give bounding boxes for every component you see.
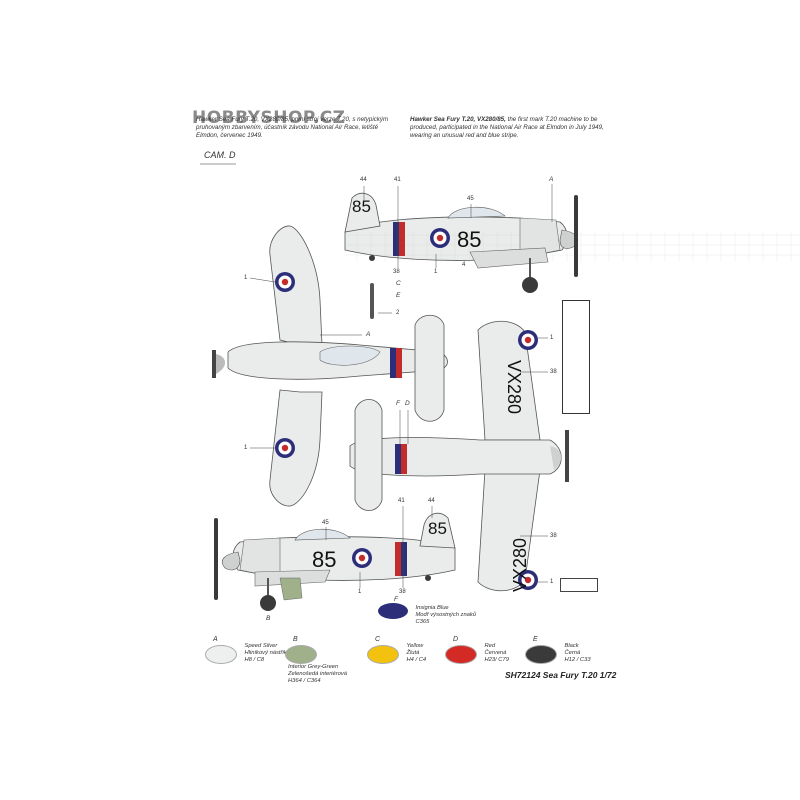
- swatch-d-letter: D: [453, 636, 459, 643]
- insignia-line-3: C365: [415, 619, 430, 625]
- swatch-c-letter: C: [375, 636, 381, 643]
- leader-lines: [249, 184, 553, 588]
- description-czech: Hawker Sea Fury T.20, VX280/85, první st…: [196, 116, 389, 139]
- camouflage-label: CAM. D: [204, 150, 236, 160]
- plan-view-lower: [349, 320, 569, 592]
- callout-38-underside-bottom: 38: [550, 533, 557, 539]
- swatch-e-en: Black: [564, 643, 579, 649]
- kit-footer-title: SH72124 Sea Fury T.20 1/72: [505, 670, 617, 680]
- callout-1-bottom: 1: [358, 589, 362, 595]
- callout-38-underside-top: 38: [550, 369, 557, 375]
- fuselage-race-number-top: 85: [457, 227, 481, 252]
- swatch-c-en: Yellow: [406, 643, 424, 649]
- callout-e: E: [396, 292, 401, 299]
- swatch-c: C Yellow Žlutá H4 / C4: [367, 636, 457, 664]
- fuselage-race-number-bottom: 85: [312, 547, 336, 572]
- plan-view-upper: [212, 225, 448, 507]
- swatch-c-color: [367, 645, 399, 664]
- callout-b: B: [266, 615, 271, 622]
- callout-d: D: [405, 400, 410, 407]
- swatch-d-color: [445, 645, 477, 664]
- callout-45-top: 45: [467, 196, 474, 202]
- callout-c: C: [396, 280, 401, 287]
- swatch-d-en: Red: [484, 643, 496, 649]
- callout-a-plan: A: [366, 331, 371, 338]
- swatch-c-code: H4 / C4: [406, 657, 427, 663]
- description-english: Hawker Sea Fury T.20, VX280/85, the firs…: [410, 116, 610, 140]
- callout-4-top: 4: [462, 262, 466, 268]
- insignia-blue-swatch: [378, 603, 408, 619]
- callout-41-top: 41: [394, 177, 401, 183]
- swatch-b-code: H364 / C364: [288, 678, 321, 684]
- callout-38-top: 38: [393, 269, 400, 275]
- swatch-e-letter: E: [533, 636, 538, 643]
- swatch-a-en: Speed Silver: [244, 643, 278, 649]
- fin-race-number-top: 85: [352, 197, 371, 216]
- callout-f: F: [396, 400, 400, 407]
- swatch-b: B Interior Grey-Green Zelenošedá interié…: [285, 636, 375, 685]
- swatch-b-color: [285, 645, 317, 664]
- swatch-a-code: H8 / C8: [244, 657, 265, 663]
- callout-44-bottom: 44: [428, 498, 435, 504]
- callout-45-bottom: 45: [322, 520, 329, 526]
- swatch-b-letter: B: [293, 636, 298, 643]
- swatch-e: E Black Černá H12 / C33: [525, 636, 615, 664]
- swatch-c-text: Yellow Žlutá H4 / C4: [406, 643, 426, 664]
- camouflage-label-underline: [200, 163, 236, 165]
- callout-2: 2: [396, 310, 400, 316]
- callout-38-bottom: 38: [399, 589, 406, 595]
- swatch-a-letter: A: [213, 636, 218, 643]
- callout-1-upper-wing: 1: [244, 275, 248, 281]
- brand-badge: [560, 578, 598, 592]
- insignia-blue-legend: F Insignia Blue Modř výsostných znaků C3…: [378, 596, 476, 626]
- swatch-e-cz: Černá: [564, 650, 581, 656]
- wing-serial-lower: VX280: [510, 538, 530, 592]
- description-english-body: the first mark T.20 machine to be produc…: [410, 116, 604, 139]
- insignia-letter: F: [394, 596, 398, 603]
- callout-1-lower-wing: 1: [244, 445, 248, 451]
- callout-1-underside-top: 1: [550, 335, 554, 341]
- swatch-a-color: [205, 645, 237, 664]
- swatch-e-text: Black Černá H12 / C33: [564, 643, 590, 664]
- swatch-d-cz: Červená: [484, 650, 507, 656]
- swatch-d-code: H23/ C79: [484, 657, 509, 663]
- callout-1-top: 1: [434, 269, 438, 275]
- swatch-a-cz: Hliníkový nástřik: [244, 650, 287, 656]
- swatch-d-text: Red Červená H23/ C79: [484, 643, 509, 664]
- swatch-a: A Speed Silver Hliníkový nástřik H8 / C8: [205, 636, 295, 664]
- swatch-e-color: [525, 645, 557, 664]
- aircraft-drawings: 85 85 VX280 VX280: [212, 184, 800, 611]
- swatch-c-cz: Žlutá: [406, 650, 420, 656]
- insignia-line-2: Modř výsostných znaků: [415, 612, 477, 618]
- swatch-a-text: Speed Silver Hliníkový nástřik H8 / C8: [244, 643, 286, 664]
- callout-a-top: A: [549, 176, 554, 183]
- side-view-right: [344, 192, 800, 293]
- hobbyshop-watermark: HOBBYSHOP.CZ: [192, 108, 346, 128]
- wing-serial-upper: VX280: [504, 360, 524, 414]
- swatch-e-code: H12 / C33: [564, 657, 591, 663]
- swatch-b-en: Interior Grey-Green: [288, 664, 339, 670]
- swatch-b-text: Interior Grey-Green Zelenošedá interiéro…: [288, 664, 347, 685]
- warning-stencil-box: [562, 300, 590, 414]
- callout-44-top: 44: [360, 177, 367, 183]
- side-view-left: [214, 512, 456, 611]
- description-english-title: Hawker Sea Fury T.20, VX280/85,: [410, 116, 506, 123]
- swatch-b-cz: Zelenošedá interiérová: [288, 671, 347, 677]
- detail-parts: [370, 283, 374, 319]
- insignia-line-1: Insignia Blue: [415, 605, 449, 611]
- callout-41-bottom: 41: [398, 498, 405, 504]
- swatch-d: D Red Červená H23/ C79: [445, 636, 535, 664]
- fin-race-number-bottom: 85: [428, 519, 447, 538]
- insignia-text: Insignia Blue Modř výsostných znaků C365: [415, 605, 476, 626]
- callout-1-underside-bottom: 1: [550, 579, 554, 585]
